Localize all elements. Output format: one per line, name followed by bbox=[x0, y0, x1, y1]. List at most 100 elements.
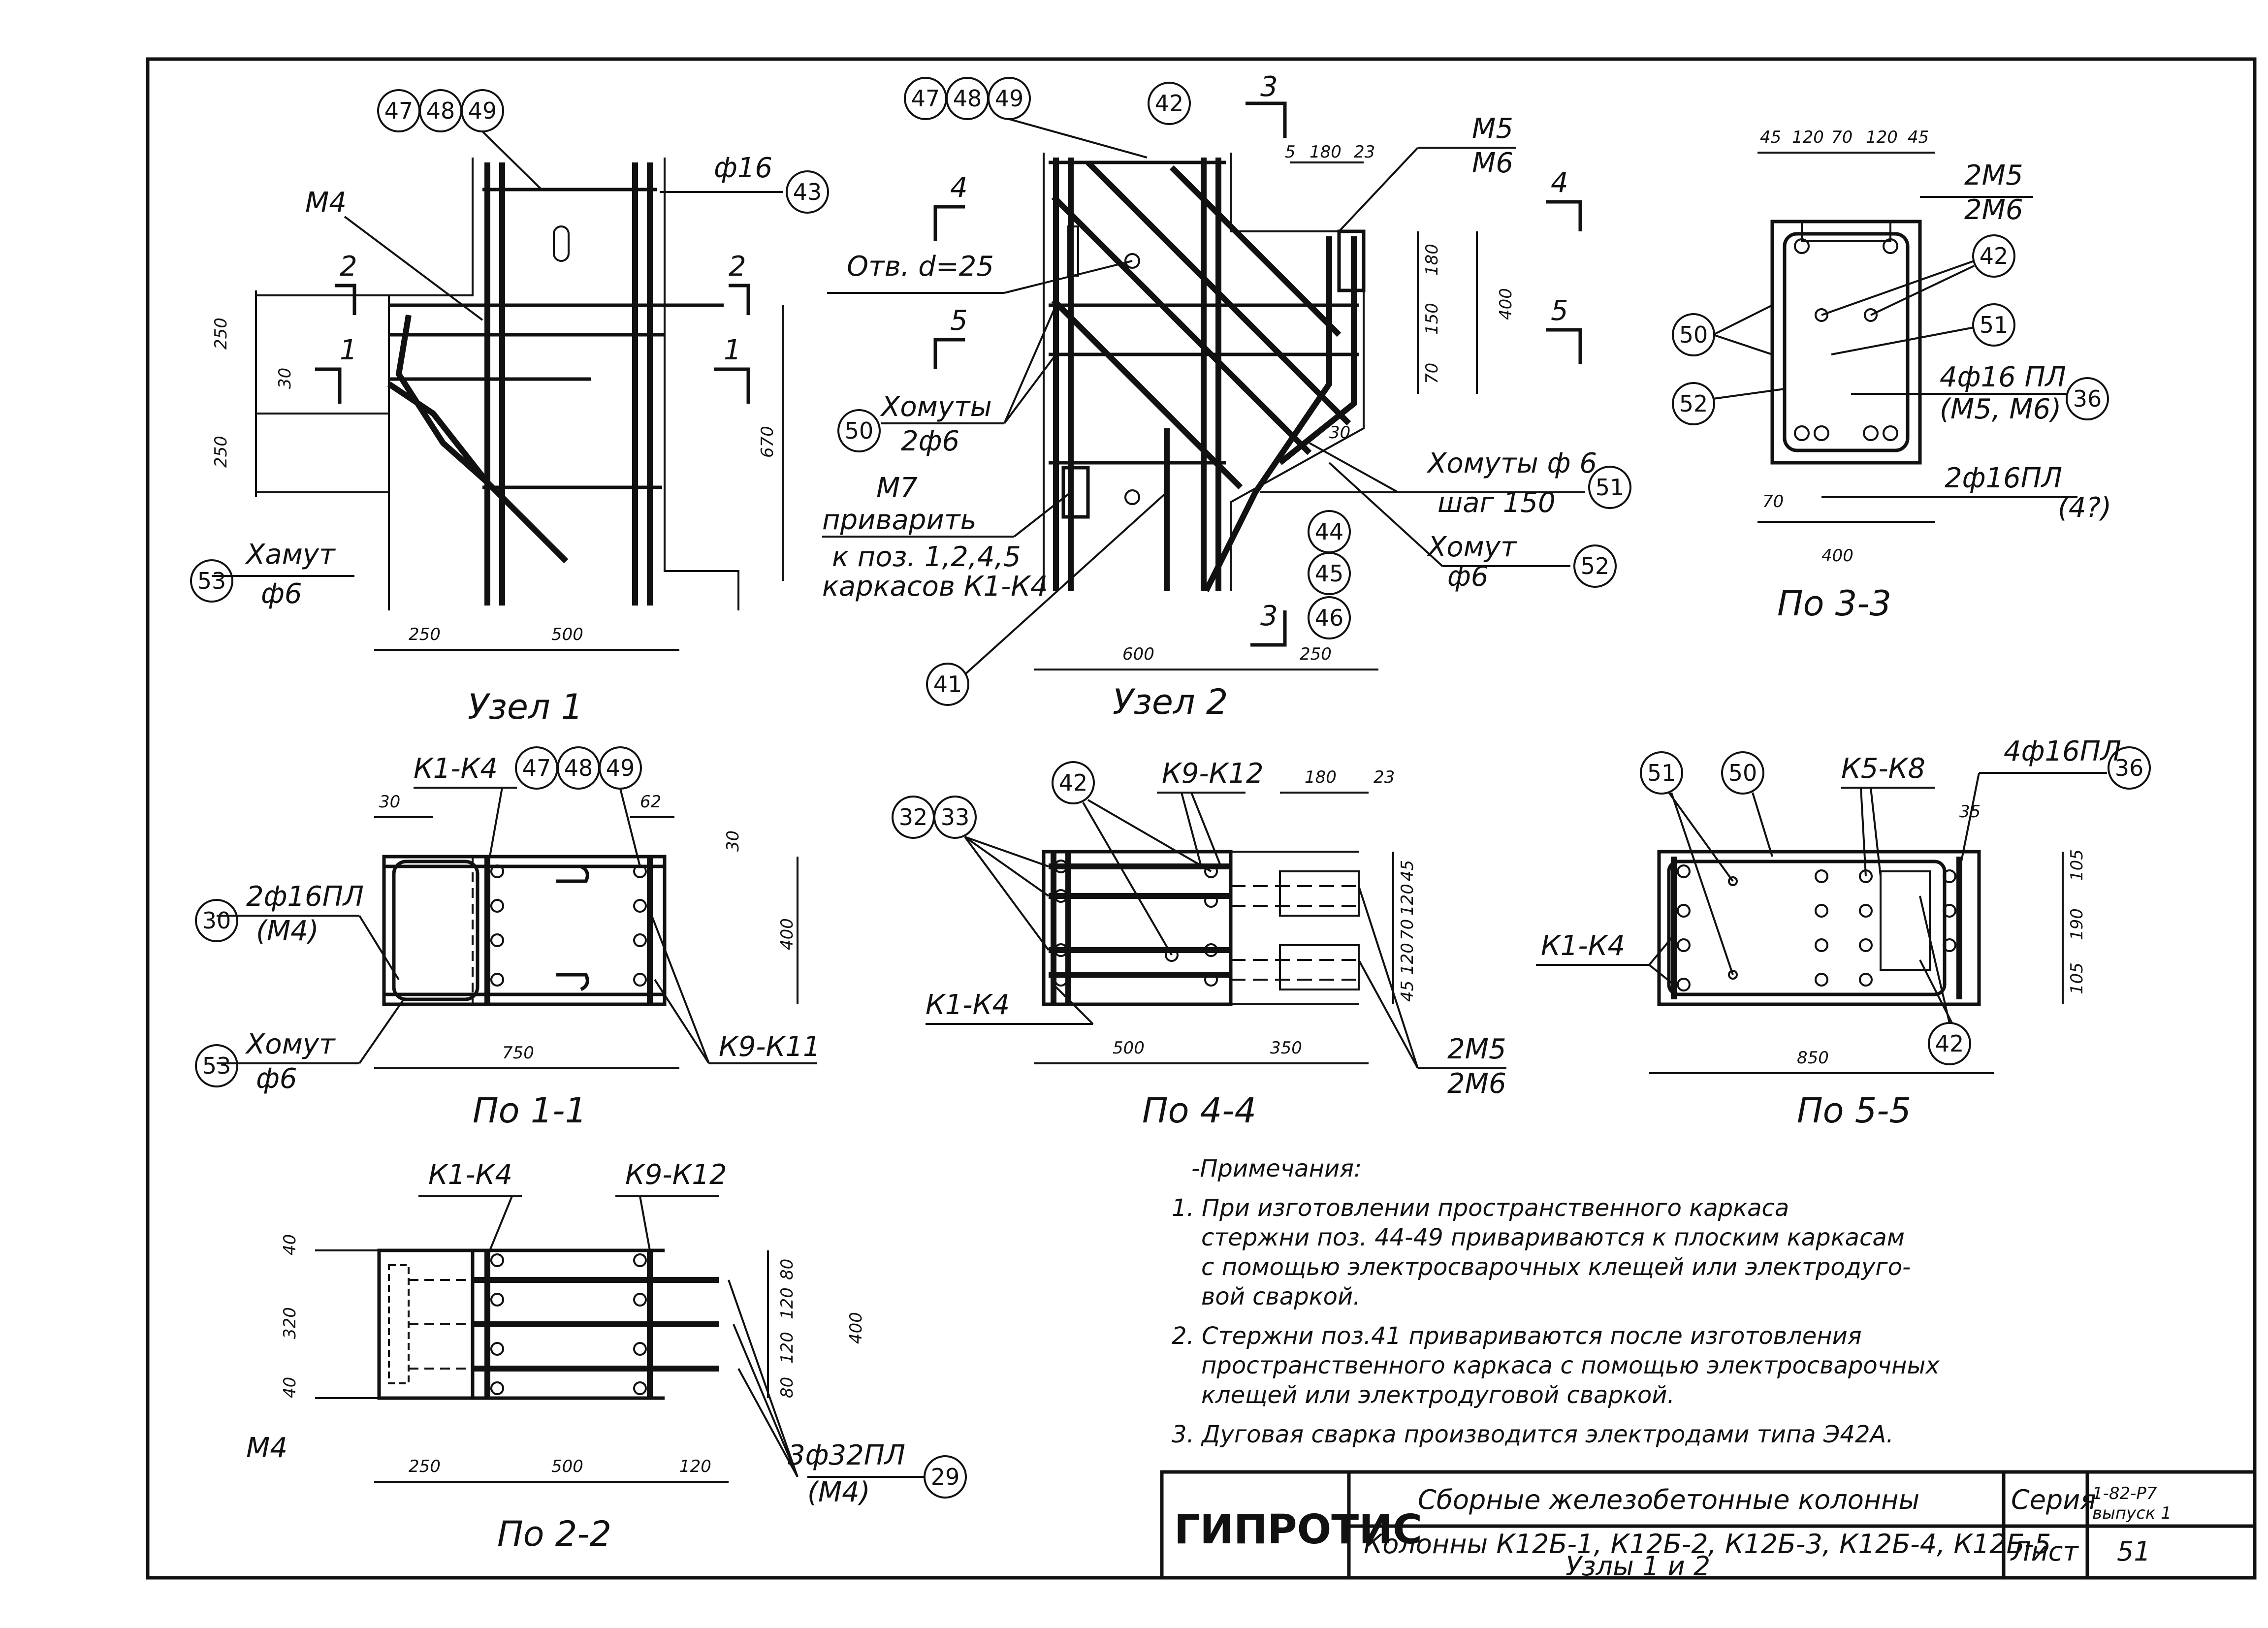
po22-dim-320: 320 bbox=[280, 1307, 300, 1339]
po22-label-m4-sub: (М4) bbox=[807, 1476, 870, 1508]
po11-label-k1k4: К1-К4 bbox=[414, 753, 498, 785]
uzel2-label-kpoz: к поз. 1,2,4,5 bbox=[832, 541, 1021, 573]
po33-title: По 3-3 bbox=[1777, 583, 1891, 624]
po44-balloon-33: 33 bbox=[941, 804, 970, 830]
view-uzel-1: 250 30 250 670 250 500 2 2 1 1 М4 ф16 Ха… bbox=[190, 89, 829, 727]
uzel1-section-1a: 1 bbox=[340, 334, 357, 366]
note-line-8: 3. Дуговая сварка производится электрода… bbox=[1172, 1421, 1894, 1448]
uzel2-section-5a: 5 bbox=[950, 305, 968, 337]
po44-dim-120a: 120 bbox=[1398, 884, 1417, 916]
uzel1-title: Узел 1 bbox=[468, 687, 583, 727]
uzel1-balloon-43: 43 bbox=[793, 179, 822, 205]
po22-dim-120: 120 bbox=[679, 1457, 711, 1476]
uzel2-dim-250: 250 bbox=[1300, 644, 1332, 664]
po55-balloon-51: 51 bbox=[1647, 760, 1676, 786]
view-po-1-1: 30 62 30 400 750 К1-К4 2ф16ПЛ (М4) Хомут… bbox=[195, 746, 821, 1131]
po11-label-k9k11: К9-К11 bbox=[719, 1031, 821, 1063]
po44-balloon-42: 42 bbox=[1059, 769, 1088, 796]
uzel2-label-homuty-phi6: Хомуты ф 6 bbox=[1426, 447, 1597, 479]
uzel2-balloon-46: 46 bbox=[1315, 605, 1344, 631]
uzel2-label-shag: шаг 150 bbox=[1437, 487, 1556, 519]
note-line-7: клещей или электродуговой сваркой. bbox=[1201, 1381, 1675, 1409]
po55-balloon-42: 42 bbox=[1935, 1030, 1964, 1057]
uzel2-balloon-48: 48 bbox=[953, 85, 982, 112]
note-line-5: 2. Стержни поз.41 привариваются после из… bbox=[1172, 1322, 1862, 1350]
uzel1-label-hamut: Хамут bbox=[245, 539, 336, 571]
view-po-5-5: 35 105 190 105 850 К5-К8 4ф16ПЛ К1-К4 51… bbox=[1536, 735, 2151, 1131]
uzel2-label-m5: М5 bbox=[1472, 113, 1513, 145]
uzel1-dim-1: 250 bbox=[211, 318, 231, 350]
uzel2-dim-180v: 180 bbox=[1422, 244, 1442, 276]
uzel2-balloon-41: 41 bbox=[933, 671, 962, 698]
po44-label-k1k4: К1-К4 bbox=[926, 989, 1010, 1021]
po22-dim-120a: 120 bbox=[777, 1287, 797, 1319]
uzel2-section-3b: 3 bbox=[1260, 600, 1278, 632]
po22-label-k9k12: К9-К12 bbox=[625, 1159, 727, 1191]
po22-label-k1k4: К1-К4 bbox=[428, 1159, 512, 1191]
note-line-3: с помощью электросварочных клещей или эл… bbox=[1201, 1253, 1911, 1281]
uzel1-section-2a: 2 bbox=[340, 251, 357, 283]
uzel2-label-privarit: приварить bbox=[822, 504, 976, 536]
po55-dim-105b: 105 bbox=[2067, 962, 2087, 994]
po11-title: По 1-1 bbox=[473, 1090, 587, 1131]
po44-label-2m5: 2М5 bbox=[1447, 1033, 1506, 1065]
po22-dim-80a: 80 bbox=[777, 1259, 797, 1280]
po11-balloon-30: 30 bbox=[202, 907, 231, 934]
uzel2-dim-600: 600 bbox=[1122, 644, 1154, 664]
view-po-3-3: 45 120 70 120 45 70 400 2М5 2М6 4ф16 ПЛ … bbox=[1672, 128, 2111, 624]
uzel1-dim-5: 250 bbox=[409, 625, 441, 644]
uzel1-label-m4: М4 bbox=[305, 187, 347, 219]
uzel2-balloon-49: 49 bbox=[995, 85, 1024, 112]
po44-balloon-32: 32 bbox=[899, 804, 928, 830]
po11-label-2phi16: 2ф16ПЛ bbox=[246, 881, 364, 913]
note-line-6: пространственного каркаса с помощью элек… bbox=[1201, 1352, 1940, 1379]
uzel2-balloon-50: 50 bbox=[845, 417, 874, 444]
po33-label-2m6: 2М6 bbox=[1964, 194, 2023, 226]
note-line-1: 1. При изготовлении пространственного ка… bbox=[1172, 1194, 1789, 1222]
uzel2-balloon-51: 51 bbox=[1596, 474, 1625, 501]
title-block-list-value: 51 bbox=[2117, 1536, 2151, 1567]
po44-dim-120b: 120 bbox=[1398, 943, 1417, 975]
uzel2-label-m6: М6 bbox=[1472, 147, 1513, 179]
uzel2-dim-180: 180 bbox=[1310, 142, 1342, 162]
po11-balloon-49: 49 bbox=[606, 755, 635, 781]
title-block-seriya-label: Серия bbox=[2011, 1484, 2096, 1515]
po33-dim-70: 70 bbox=[1831, 128, 1853, 147]
uzel2-dim-150: 150 bbox=[1422, 303, 1442, 335]
po33-balloon-36: 36 bbox=[2073, 385, 2102, 412]
uzel1-dim-4: 670 bbox=[758, 426, 777, 458]
title-block: ГИПРОТИС Сборные железобетонные колонны … bbox=[1160, 1470, 2257, 1582]
po11-label-hamut: Хомут bbox=[245, 1028, 336, 1060]
uzel1-section-2b: 2 bbox=[729, 251, 746, 283]
po22-label-3phi32: 3ф32ПЛ bbox=[788, 1439, 905, 1471]
po33-balloon-52: 52 bbox=[1679, 390, 1708, 417]
po55-label-k5k8: К5-К8 bbox=[1841, 753, 1925, 785]
po11-label-m4: (М4) bbox=[256, 915, 319, 947]
po22-dim-400: 400 bbox=[846, 1312, 866, 1344]
uzel2-dim-5: 5 bbox=[1285, 142, 1296, 162]
po55-dim-190: 190 bbox=[2067, 908, 2087, 940]
uzel1-balloon-53: 53 bbox=[197, 568, 226, 594]
uzel2-label-phi6: ф6 bbox=[1447, 561, 1489, 593]
view-uzel-2: 5 180 23 180 150 70 400 30 600 250 3 3 4… bbox=[822, 71, 1631, 722]
po44-label-k9k12: К9-К12 bbox=[1162, 758, 1264, 790]
po44-dim-500: 500 bbox=[1113, 1038, 1145, 1058]
po33-dim-400: 400 bbox=[1821, 546, 1853, 566]
uzel2-title: Узел 2 bbox=[1113, 682, 1228, 722]
uzel2-label-karkasov: каркасов К1-К4 bbox=[822, 571, 1048, 603]
uzel1-dim-3: 250 bbox=[211, 436, 231, 468]
po33-dim-45b: 45 bbox=[1908, 128, 1929, 147]
uzel2-label-homuty: Хомуты bbox=[880, 391, 992, 423]
uzel2-label-2phi6: 2ф6 bbox=[901, 425, 959, 457]
title-block-seriya-value: 1-82-Р7 bbox=[2092, 1484, 2157, 1503]
po33-balloon-50: 50 bbox=[1679, 321, 1708, 348]
notes-heading: -Примечания: bbox=[1191, 1155, 1362, 1182]
uzel2-balloon-44: 44 bbox=[1315, 518, 1344, 545]
po22-dim-120b: 120 bbox=[777, 1332, 797, 1364]
po22-dim-80b: 80 bbox=[777, 1377, 797, 1398]
po33-label-2m5: 2М5 bbox=[1964, 160, 2023, 192]
uzel2-balloon-47: 47 bbox=[911, 85, 940, 112]
uzel2-section-3a: 3 bbox=[1260, 71, 1278, 103]
po55-dim-105a: 105 bbox=[2067, 849, 2087, 881]
